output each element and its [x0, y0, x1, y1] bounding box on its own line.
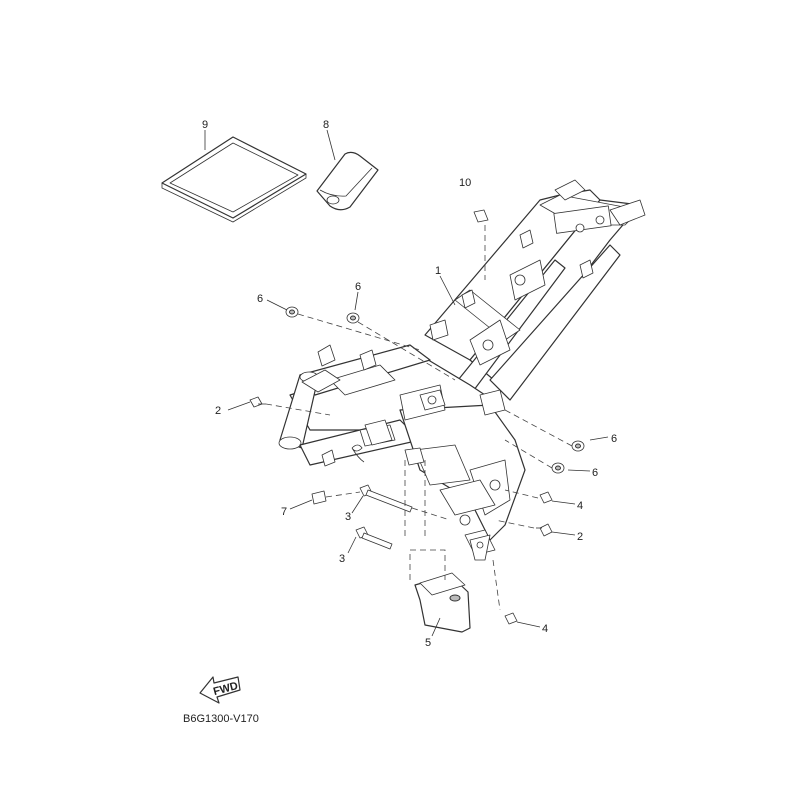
callout-7: 7 [281, 506, 287, 518]
callout-1: 1 [435, 265, 441, 277]
callout-3-lower: 3 [339, 553, 345, 565]
callout-4-lower: 4 [542, 623, 548, 635]
part-6-collar-center [346, 312, 360, 324]
callout-6-center: 6 [355, 281, 361, 293]
callout-2-left: 2 [215, 405, 221, 417]
callout-6-right-lower: 6 [592, 467, 598, 479]
callout-4-upper: 4 [577, 500, 583, 512]
part-4-nut-upper [539, 491, 553, 504]
part-8-cover [316, 151, 379, 211]
callout-6-left: 6 [257, 293, 263, 305]
part-4-nut-lower [504, 612, 518, 625]
assembly-lines [265, 225, 573, 611]
part-10-label [473, 209, 489, 223]
callout-6-right-upper: 6 [611, 433, 617, 445]
part-3-bolt-lower [355, 526, 393, 550]
part-2-bolt-left [249, 396, 266, 408]
part-3-bolt-upper [359, 484, 413, 513]
part-6-collar-right-upper [571, 440, 585, 452]
callout-10: 10 [459, 177, 471, 189]
part-2-bolt-right [536, 523, 553, 537]
callout-8: 8 [323, 119, 329, 131]
callout-3-upper: 3 [345, 511, 351, 523]
part-7-clip [311, 490, 327, 505]
fwd-arrow-icon: FWD [199, 676, 241, 704]
callout-2-right: 2 [577, 531, 583, 543]
part-1-main-frame [278, 179, 646, 561]
part-6-collar-right-lower [551, 462, 565, 474]
callout-9: 9 [202, 119, 208, 131]
part-9-owner-manual [161, 136, 307, 223]
part-5-bracket [414, 572, 471, 633]
part-6-collar-left [285, 306, 299, 318]
leader-lines [204, 129, 609, 637]
callout-5: 5 [425, 637, 431, 649]
diagram-code: B6G1300-V170 [183, 713, 259, 725]
